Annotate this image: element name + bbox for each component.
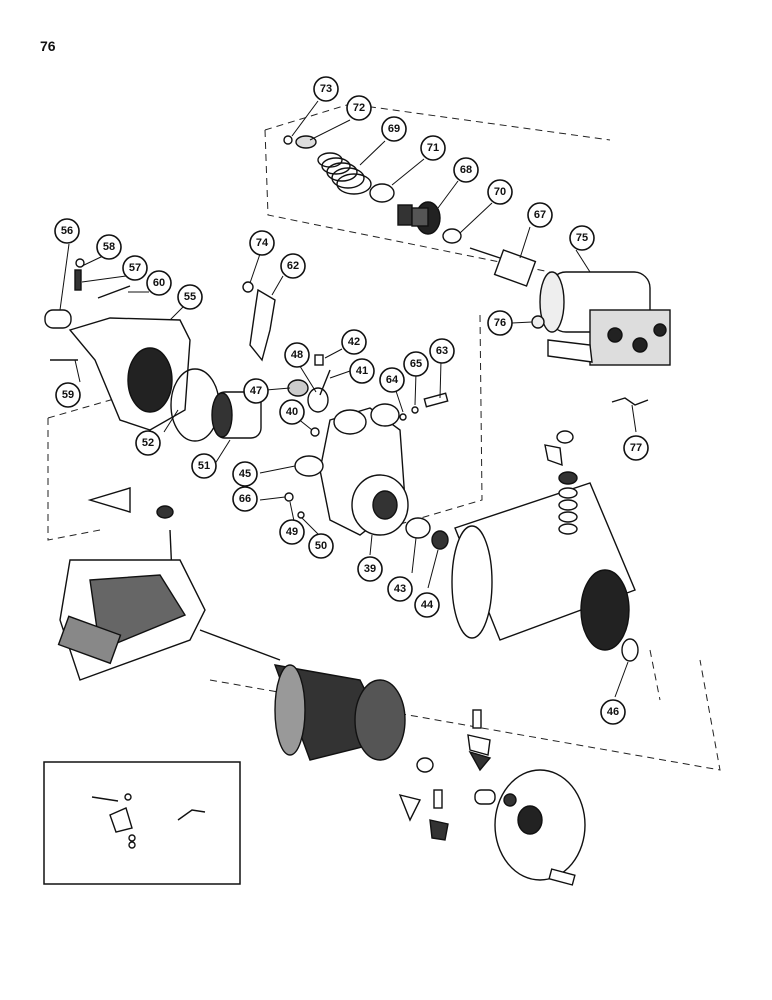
svg-text:43: 43 — [394, 583, 406, 595]
svg-text:58: 58 — [103, 241, 115, 253]
svg-text:67: 67 — [534, 209, 546, 221]
spring-69 — [317, 152, 372, 195]
svg-text:57: 57 — [129, 262, 141, 274]
svg-text:39: 39 — [364, 563, 376, 575]
brush-end-parts — [398, 709, 586, 886]
drive-gear-51 — [211, 391, 262, 439]
solenoid-parts — [283, 135, 671, 406]
svg-text:60: 60 — [153, 277, 165, 289]
solenoid-switch-75 — [539, 271, 671, 366]
svg-text:42: 42 — [348, 336, 360, 348]
callout-49: 49 — [279, 519, 305, 545]
callout-69: 69 — [381, 116, 407, 142]
plunger-68 — [397, 201, 441, 235]
terminal-stack — [544, 430, 578, 535]
field-frame — [451, 430, 639, 662]
svg-text:50: 50 — [315, 540, 327, 552]
callout-60: 60 — [146, 270, 172, 296]
svg-text:72: 72 — [353, 102, 365, 114]
svg-text:68: 68 — [460, 164, 472, 176]
svg-text:70: 70 — [494, 186, 506, 198]
callout-50: 50 — [308, 533, 334, 559]
callout-62: 62 — [280, 253, 306, 279]
svg-text:41: 41 — [356, 365, 368, 377]
callout-63: 63 — [429, 338, 455, 364]
svg-text:65: 65 — [410, 358, 422, 370]
callout-65: 65 — [403, 351, 429, 377]
armature-parts — [57, 487, 434, 773]
callout-73: 73 — [313, 76, 339, 102]
callout-77: 77 — [623, 435, 649, 461]
detail-inset — [43, 761, 241, 885]
svg-text:63: 63 — [436, 345, 448, 357]
callout-70: 70 — [487, 179, 513, 205]
callout-74: 74 — [249, 230, 275, 256]
svg-text:59: 59 — [62, 389, 74, 401]
callout-40: 40 — [279, 399, 305, 425]
svg-text:66: 66 — [239, 493, 251, 505]
callout-44: 44 — [414, 592, 440, 618]
callout-76: 76 — [487, 310, 513, 336]
page-number: 76 — [40, 38, 56, 54]
svg-text:75: 75 — [576, 232, 588, 244]
callout-45: 45 — [232, 461, 258, 487]
svg-text:44: 44 — [421, 599, 434, 611]
end-frame — [494, 769, 586, 881]
svg-text:62: 62 — [287, 260, 299, 272]
callout-59: 59 — [55, 382, 81, 408]
drive-housing-parts — [44, 258, 262, 442]
svg-text:49: 49 — [286, 526, 298, 538]
callout-52: 52 — [135, 430, 161, 456]
callout-71: 71 — [420, 135, 446, 161]
callout-58: 58 — [96, 234, 122, 260]
callout-51: 51 — [191, 453, 217, 479]
svg-text:52: 52 — [142, 437, 154, 449]
svg-text:47: 47 — [250, 385, 262, 397]
callout-57: 57 — [122, 255, 148, 281]
svg-text:73: 73 — [320, 83, 332, 95]
svg-text:51: 51 — [198, 460, 210, 472]
svg-text:46: 46 — [607, 706, 619, 718]
svg-text:40: 40 — [286, 406, 298, 418]
svg-text:64: 64 — [386, 374, 399, 386]
callout-39: 39 — [357, 556, 383, 582]
callout-48: 48 — [284, 342, 310, 368]
callout-75: 75 — [569, 225, 595, 251]
callout-66: 66 — [232, 486, 258, 512]
callout-leaders — [59, 100, 637, 698]
callout-72: 72 — [346, 95, 372, 121]
center-housing-parts — [242, 281, 449, 550]
callout-56: 56 — [54, 218, 80, 244]
svg-text:71: 71 — [427, 142, 439, 154]
callout-55: 55 — [177, 284, 203, 310]
svg-text:56: 56 — [61, 225, 73, 237]
svg-text:55: 55 — [184, 291, 196, 303]
svg-text:48: 48 — [291, 349, 303, 361]
callout-64: 64 — [379, 367, 405, 393]
callout-42: 42 — [341, 329, 367, 355]
callout-68: 68 — [453, 157, 479, 183]
svg-text:77: 77 — [630, 442, 642, 454]
nose-housing-39 — [319, 403, 409, 536]
svg-text:69: 69 — [388, 123, 400, 135]
callout-46: 46 — [600, 699, 626, 725]
svg-text:76: 76 — [494, 317, 506, 329]
callout-67: 67 — [527, 202, 553, 228]
plunger-shaft-67 — [469, 247, 537, 287]
callouts: 73 72 69 71 68 70 67 75 56 58 57 60 55 7… — [54, 76, 649, 725]
callout-43: 43 — [387, 576, 413, 602]
callout-41: 41 — [349, 358, 375, 384]
armature-core — [273, 664, 406, 761]
callout-47: 47 — [243, 378, 269, 404]
svg-text:45: 45 — [239, 468, 251, 480]
svg-text:74: 74 — [256, 237, 269, 249]
